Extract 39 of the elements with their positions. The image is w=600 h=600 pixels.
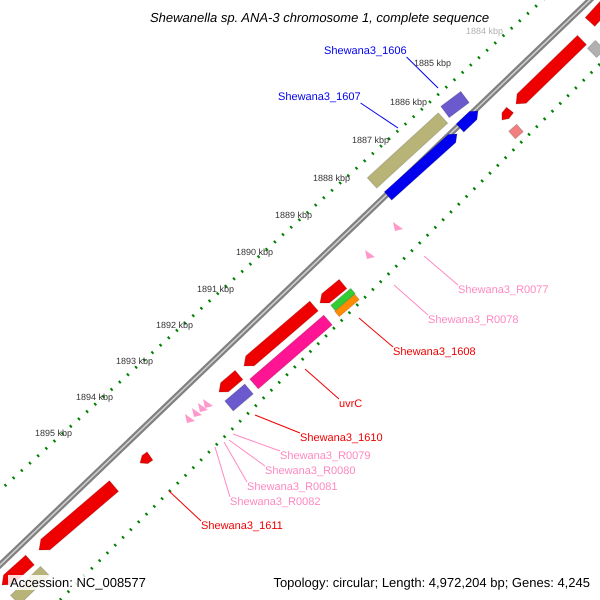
kbp-label: 1888 kbp bbox=[313, 174, 350, 182]
gene-label: Shewana3_1610 bbox=[300, 433, 383, 444]
kbp-label: 1892 kbp bbox=[156, 320, 194, 330]
leader-line bbox=[254, 414, 300, 434]
leader-line bbox=[232, 434, 280, 452]
kbp-label: 1889 kbp bbox=[275, 210, 312, 220]
kbp-label: 1885 kbp bbox=[414, 58, 452, 68]
gene-label: Shewana3_R0079 bbox=[280, 451, 371, 462]
leader-line bbox=[424, 256, 458, 286]
gene-label: Shewana3_R0078 bbox=[428, 315, 519, 326]
gene-label: uvrC bbox=[339, 399, 362, 410]
leader-line bbox=[394, 284, 428, 316]
kbp-label: 1884 kbp bbox=[466, 26, 504, 36]
gene-label: Shewana3_1606 bbox=[324, 46, 407, 57]
leader-line bbox=[304, 368, 340, 400]
kbp-label: 1893 kbp bbox=[116, 356, 154, 366]
leader-line bbox=[214, 446, 230, 498]
leader-line bbox=[224, 442, 248, 482]
leader-line bbox=[358, 318, 394, 348]
kbp-label: 1886 kbp bbox=[390, 98, 428, 106]
gene-label: Shewana3_1607 bbox=[278, 92, 361, 103]
kbp-label: 1894 kbp bbox=[76, 392, 114, 402]
leader-line bbox=[168, 490, 202, 522]
accession-text: Accession: NC_008577 bbox=[8, 574, 148, 590]
gene-label: Shewana3_R0081 bbox=[247, 482, 338, 493]
topology-text: Topology: circular; Length: 4,972,204 bp; Genes: 4,245 bbox=[271, 574, 592, 590]
leader-line bbox=[360, 102, 398, 128]
kbp-label: 1887 kbp bbox=[352, 136, 390, 144]
gene-label: Shewana3_R0082 bbox=[230, 497, 321, 508]
kbp-label: 1895 kbp bbox=[35, 428, 72, 438]
gene-label: Shewana3_1608 bbox=[393, 347, 476, 358]
leader-line bbox=[228, 440, 266, 466]
gene-label: Shewana3_R0077 bbox=[458, 285, 549, 296]
map-title: Shewanella sp. ANA-3 chromosome 1, complete sequence bbox=[150, 11, 490, 24]
gene-label: Shewana3_1611 bbox=[201, 521, 283, 532]
gene-label: Shewana3_R0080 bbox=[265, 466, 356, 477]
kbp-label: 1890 kbp bbox=[236, 248, 274, 256]
leader-line bbox=[406, 56, 438, 88]
kbp-label: 1891 kbp bbox=[197, 284, 234, 294]
